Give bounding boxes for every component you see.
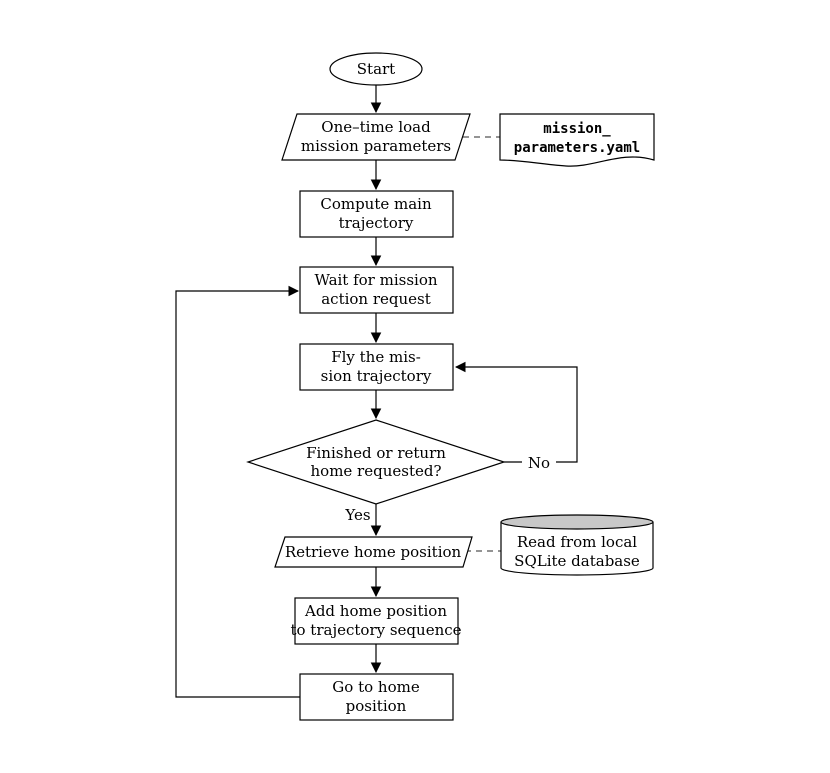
node-decision-line-1: Finished or return — [306, 444, 446, 462]
node-compute-line-1: Compute main — [320, 195, 432, 213]
node-add-home: Add home position to trajectory sequence — [290, 597, 462, 645]
node-go-home: Go to home position — [299, 673, 454, 721]
edge-gohome-to-wait — [175, 285, 300, 698]
node-param-file-line-1: mission_ — [543, 121, 611, 137]
node-decision: Finished or return home requested? — [246, 419, 506, 505]
node-fly: Fly the mis- sion trajectory — [299, 343, 454, 391]
node-wait: Wait for mission action request — [299, 266, 454, 314]
edge-no-loop-return — [454, 361, 578, 463]
node-wait-line-2: action request — [321, 290, 431, 308]
edges — [175, 85, 578, 698]
node-database-top — [500, 514, 654, 530]
node-load-params: One–time load mission parameters — [281, 113, 471, 161]
node-go-home-line-1: Go to home — [332, 678, 420, 696]
node-load-params-line-2: mission parameters — [301, 137, 451, 155]
node-start-label: Start — [357, 60, 395, 78]
edge-label-yes: Yes — [344, 506, 370, 524]
node-database-line-2: SQLite database — [514, 552, 640, 570]
node-param-file-line-2: parameters.yaml — [514, 140, 640, 156]
node-start: Start — [329, 52, 423, 86]
node-compute: Compute main trajectory — [299, 190, 454, 238]
node-go-home-line-2: position — [346, 697, 407, 715]
node-fly-line-2: sion trajectory — [321, 367, 432, 385]
node-retrieve: Retrieve home position — [274, 536, 473, 568]
node-retrieve-label: Retrieve home position — [285, 543, 462, 561]
node-fly-line-1: Fly the mis- — [331, 348, 421, 366]
node-add-home-line-1: Add home position — [304, 602, 447, 620]
node-database: Read from local SQLite database — [500, 514, 654, 576]
node-compute-line-2: trajectory — [339, 214, 414, 232]
node-database-line-1: Read from local — [517, 533, 637, 551]
node-load-params-line-1: One–time load — [321, 118, 431, 136]
node-decision-line-2: home requested? — [311, 462, 442, 480]
node-param-file: mission_ parameters.yaml — [499, 113, 655, 167]
node-wait-line-1: Wait for mission — [314, 271, 437, 289]
node-add-home-line-2: to trajectory sequence — [290, 621, 461, 639]
edge-label-no: No — [528, 454, 550, 472]
